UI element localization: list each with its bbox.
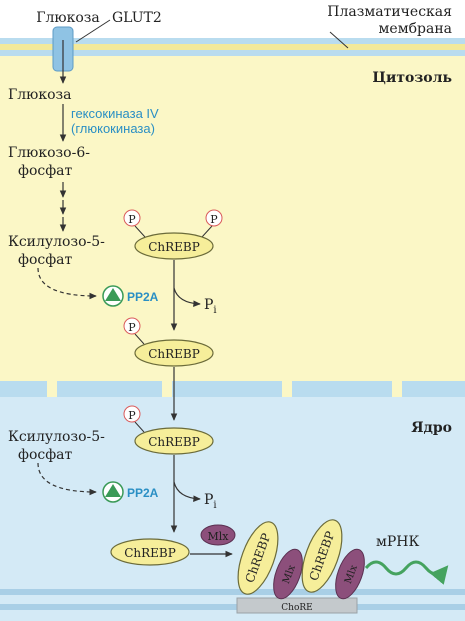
membrane-pointer — [329, 31, 349, 49]
phosphate-icon — [123, 209, 141, 227]
chrebp-mlx-complex-1: ChREBP Mlx — [237, 521, 303, 600]
xylulose-5-phosphate-line2: фосфат — [18, 252, 73, 268]
phosphate-link — [134, 421, 145, 433]
extracellular-space — [0, 0, 465, 38]
phosphate-label: P — [210, 213, 218, 226]
nuclear-xylulose-5-phosphate-line1: Ксилулозо-5- — [8, 429, 105, 445]
chrebp-bound — [237, 521, 279, 595]
chore-element — [236, 597, 358, 614]
phosphate-release-arrow-2 — [173, 481, 201, 503]
glut2-pointer — [75, 19, 111, 43]
mrna-wave-icon — [364, 560, 449, 585]
mlx-bound — [273, 548, 303, 600]
phosphate-release-arrow-1 — [173, 287, 201, 308]
pp2a-label: PP2A — [127, 290, 159, 304]
phosphate-label: P — [128, 321, 136, 334]
membrane-label-line1: Плазматическая — [327, 4, 452, 20]
pp2a-triangle-icon — [105, 484, 121, 497]
phosphate-icon — [123, 317, 141, 335]
plasma-membrane-stripe — [0, 44, 465, 50]
nuclear-pore-gaps — [47, 381, 402, 397]
hexokinase-label-line2: (глюкокиназа) — [71, 121, 155, 136]
phosphate-label: P — [128, 213, 136, 226]
dna-strands — [0, 589, 465, 610]
phosphate-link-right — [201, 225, 213, 238]
xylulose-5-phosphate-line1: Ксилулозо-5- — [8, 234, 105, 250]
glucose-6-phosphate-line1: Глюкозо-6- — [8, 145, 90, 161]
chrebp-monophospho-nucleus — [134, 427, 214, 455]
pp2a-label: PP2A — [127, 486, 159, 500]
phosphate-link — [134, 333, 145, 345]
chrebp-monophospho-cytosol — [134, 339, 214, 367]
phosphate-label: P — [128, 409, 136, 422]
nuclear-xylulose-5-phosphate-line2: фосфат — [18, 447, 73, 463]
glucose-6-phosphate-line2: фосфат — [18, 163, 73, 179]
chrebp-bound — [301, 519, 343, 593]
cytosol-label: Цитозоль — [372, 70, 452, 86]
inorganic-phosphate-label: Pi — [204, 297, 217, 316]
chrebp-label: ChREBP — [148, 347, 200, 361]
glucose-inside-label: Глюкоза — [8, 87, 72, 103]
chore-label: ChoRE — [281, 603, 312, 613]
glucose-outside-label: Глюкоза — [36, 10, 100, 26]
chrebp-diphospho — [134, 232, 214, 260]
phosphate-link-left — [134, 225, 146, 238]
inorganic-phosphate-label: Pi — [204, 492, 217, 511]
cytosol-region — [0, 56, 465, 381]
mlx-label: Mlx — [208, 530, 230, 543]
phosphate-icon — [123, 405, 141, 423]
pp2a-triangle-icon — [105, 288, 121, 301]
mlx-bound — [335, 548, 365, 600]
chrebp-active — [110, 538, 190, 566]
hexokinase-label-line1: гексокиназа IV — [71, 106, 159, 121]
membrane-label-line2: мембрана — [379, 21, 452, 37]
phosphate-icon — [205, 209, 223, 227]
chrebp-label: ChREBP — [148, 435, 200, 449]
mrna-label: мРНК — [376, 534, 420, 550]
nucleus-region — [0, 397, 465, 621]
nuclear-envelope — [0, 381, 465, 397]
nucleus-label: Ядро — [411, 420, 452, 436]
chrebp-label: ChREBP — [124, 546, 176, 560]
chrebp-label: ChREBP — [148, 240, 200, 254]
glut2-label: GLUT2 — [112, 10, 162, 26]
mlx-free — [200, 524, 236, 546]
